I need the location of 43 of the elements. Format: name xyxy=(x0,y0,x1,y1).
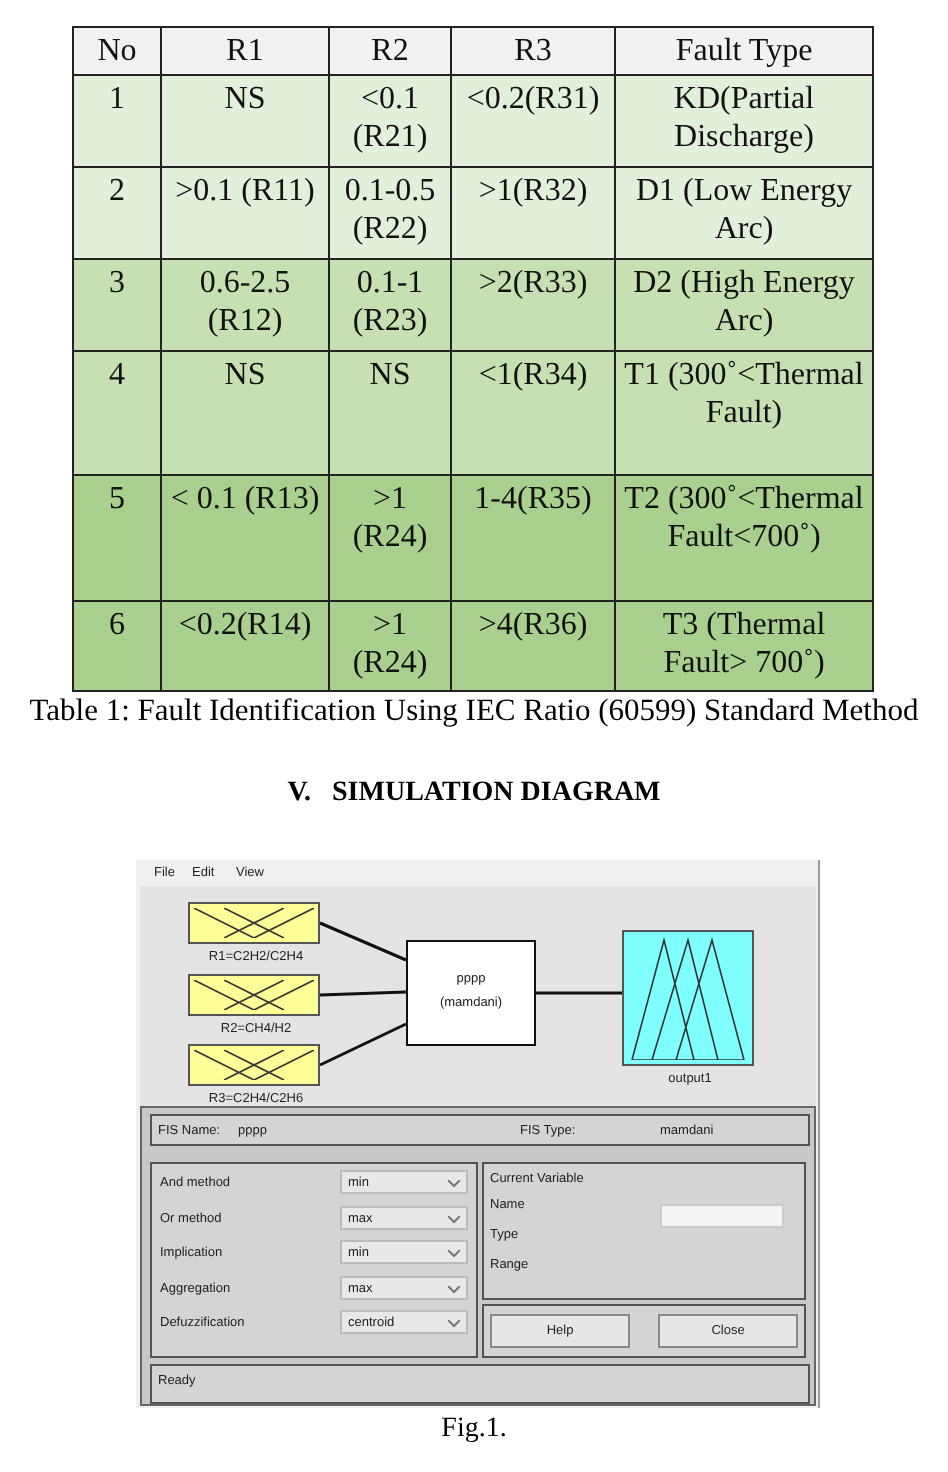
table-cell: 6 xyxy=(72,600,162,692)
table-cell: 1-4(R35) xyxy=(450,474,616,602)
table-caption: Table 1: Fault Identification Using IEC Ratio (60599) Standard Method xyxy=(27,694,921,730)
column-header: R3 xyxy=(450,26,616,76)
table-cell: 4 xyxy=(72,350,162,476)
table-cell: 0.1-1 (R23) xyxy=(328,258,452,352)
table-cell: 0.6-2.5 (R12) xyxy=(160,258,330,352)
section-heading: V. SIMULATION DIAGRAM xyxy=(285,778,663,810)
column-header: No xyxy=(72,26,162,76)
table-cell: 2 xyxy=(72,166,162,260)
table-cell: NS xyxy=(160,74,330,168)
table-cell: NS xyxy=(160,350,330,476)
table-cell: KD(Partial Discharge) xyxy=(614,74,874,168)
table-cell: T3 (Thermal Fault> 700˚) xyxy=(614,600,874,692)
column-header: R2 xyxy=(328,26,452,76)
table-cell: T2 (300˚<Thermal Fault<700˚) xyxy=(614,474,874,602)
table-cell: <0.2(R14) xyxy=(160,600,330,692)
table-cell: T1 (300˚<Thermal Fault) xyxy=(614,350,874,476)
table-cell: 1 xyxy=(72,74,162,168)
column-header: Fault Type xyxy=(614,26,874,76)
table-cell: >0.1 (R11) xyxy=(160,166,330,260)
figure-caption: Fig.1. xyxy=(439,1414,509,1446)
table-cell: 5 xyxy=(72,474,162,602)
table-cell: <0.2(R31) xyxy=(450,74,616,168)
table-cell: 3 xyxy=(72,258,162,352)
system-box xyxy=(406,940,536,1046)
connector-line xyxy=(319,921,407,962)
connector-line xyxy=(536,991,622,995)
table-cell: < 0.1 (R13) xyxy=(160,474,330,602)
table-cell: >1(R32) xyxy=(450,166,616,260)
table-cell: >1 (R24) xyxy=(328,600,452,692)
table-cell: 0.1-0.5 (R22) xyxy=(328,166,452,260)
table-cell: >4(R36) xyxy=(450,600,616,692)
connector-line xyxy=(319,1022,407,1067)
table-cell: >2(R33) xyxy=(450,258,616,352)
table-cell: <1(R34) xyxy=(450,350,616,476)
connector-line xyxy=(319,990,407,997)
column-header: R1 xyxy=(160,26,330,76)
table-cell: D1 (Low Energy Arc) xyxy=(614,166,874,260)
table-cell: D2 (High Energy Arc) xyxy=(614,258,874,352)
table-cell: <0.1 (R21) xyxy=(328,74,452,168)
table-cell: NS xyxy=(328,350,452,476)
table-cell: >1 (R24) xyxy=(328,474,452,602)
